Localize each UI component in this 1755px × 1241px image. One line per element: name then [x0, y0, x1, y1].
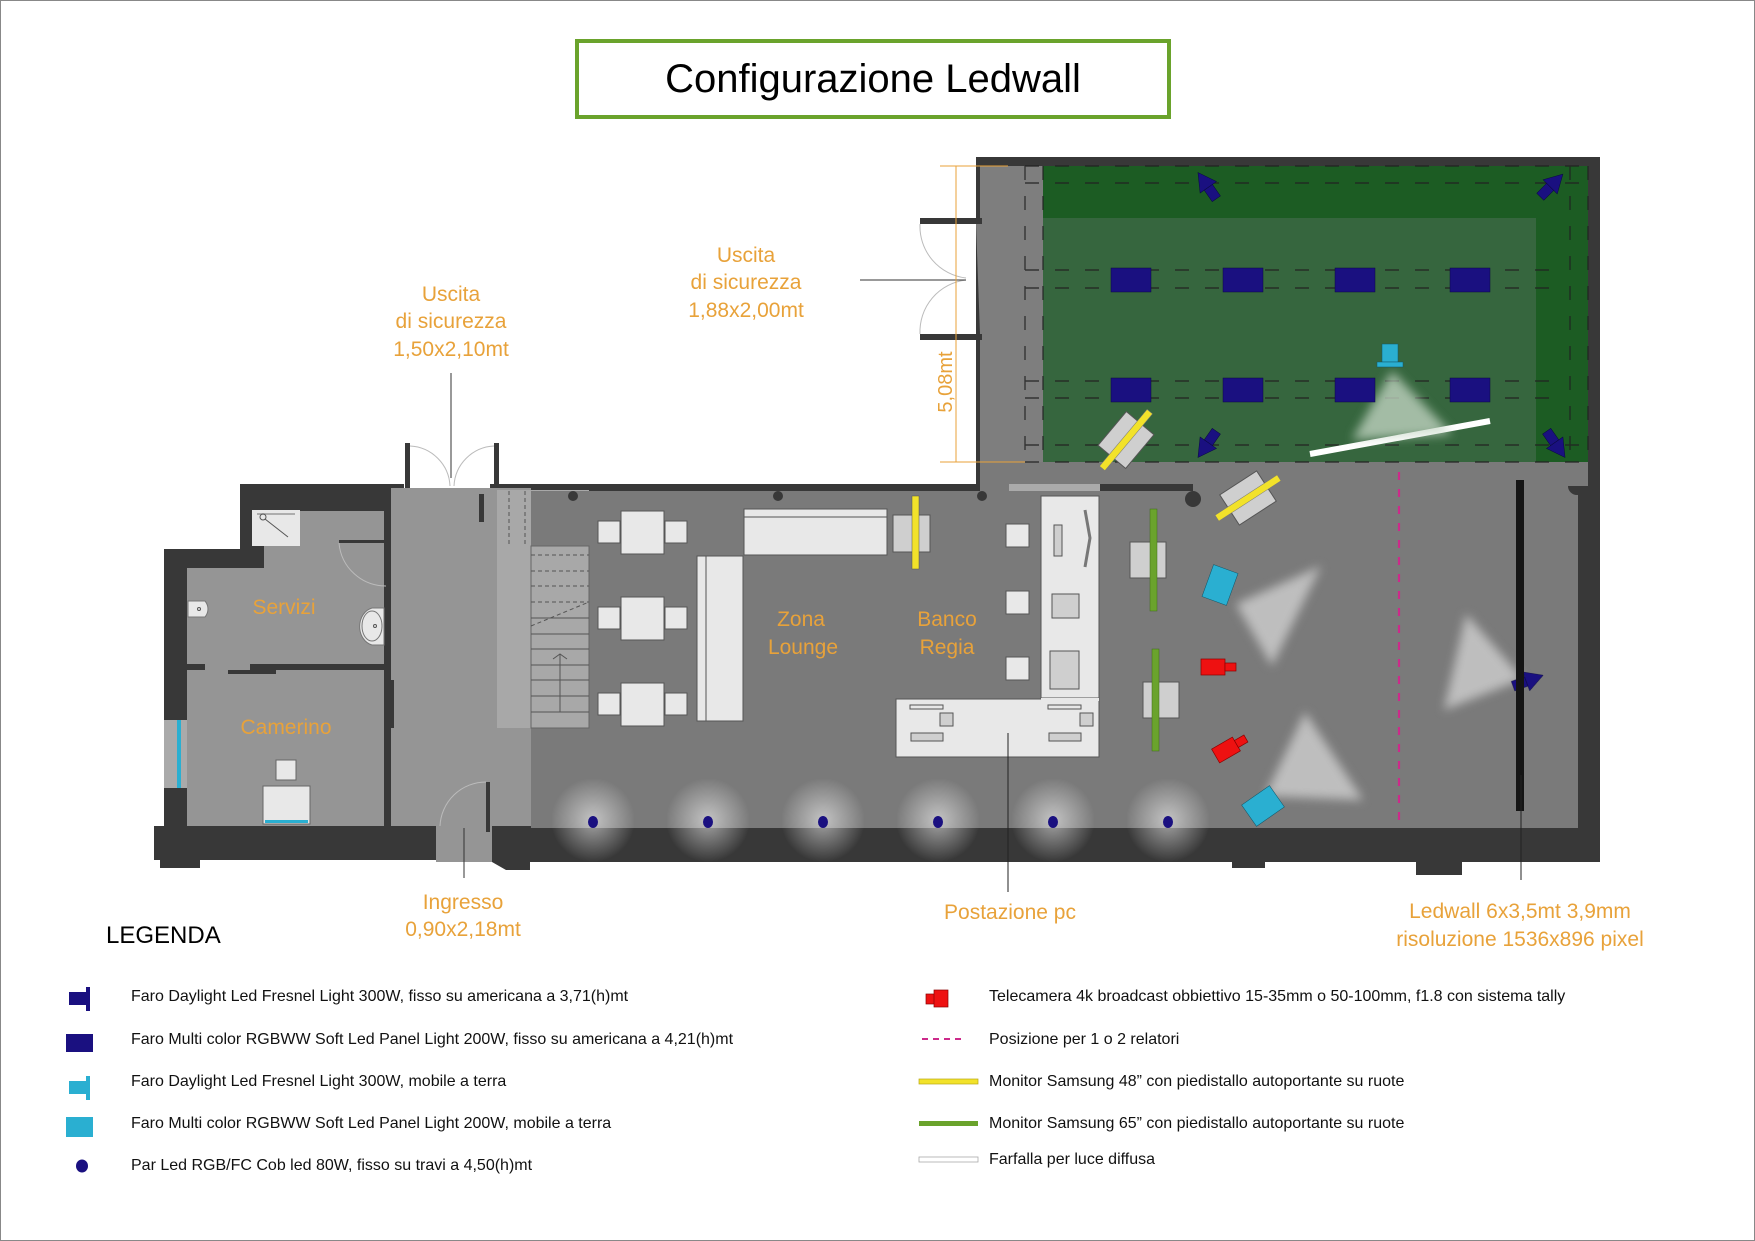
uscita-2-line-1: Uscita [717, 244, 776, 267]
par-led-light [588, 816, 598, 828]
cameras [1200, 658, 1249, 764]
legend-item: Monitor Samsung 65” con piedistallo auto… [989, 1109, 1404, 1139]
label-servizi: Servizi [252, 596, 315, 619]
label-banco-regia-1: Banco [917, 608, 977, 631]
interior-walls [187, 494, 484, 826]
legend-label: Faro Daylight Led Fresnel Light 300W, mo… [131, 1073, 507, 1090]
par-led-light [1048, 816, 1058, 828]
par-led-light [933, 816, 943, 828]
label-ingresso-2: 0,90x2,18mt [405, 918, 521, 941]
servizi-door-swing [338, 542, 387, 587]
label-ledwall-2: risoluzione 1536x896 pixel [1396, 928, 1644, 951]
window [164, 720, 187, 788]
camera-icon [925, 989, 949, 1008]
toilet [359, 607, 385, 646]
label-ingresso-1: Ingresso [423, 891, 504, 914]
regia-chairs [1005, 523, 1030, 681]
exit-door-2[interactable] [860, 218, 988, 340]
stage-area [1024, 165, 1589, 463]
legend-item: Monitor Samsung 48” con piedistallo auto… [989, 1067, 1404, 1097]
par-led-light [1163, 816, 1173, 828]
par-led-light [818, 816, 828, 828]
legend-label: Faro Multi color RGBWW Soft Led Panel Li… [131, 1031, 734, 1048]
legend-label: Faro Multi color RGBWW Soft Led Panel Li… [131, 1115, 612, 1132]
par-led-light [703, 816, 713, 828]
opening [1009, 484, 1100, 491]
bidet [187, 600, 209, 618]
panel-mobile-icon [66, 1117, 93, 1137]
uscita-1-line-1: Uscita [422, 283, 481, 306]
stairs [508, 491, 590, 729]
legend-label: Faro Daylight Led Fresnel Light 300W, fi… [131, 988, 629, 1005]
uscita-1-line-3: 1,50x2,10mt [393, 338, 509, 361]
monitor-48-lounge [911, 495, 920, 570]
legend-label: Farfalla per luce diffusa [989, 1151, 1156, 1168]
sofas [696, 508, 931, 722]
farfalla [1309, 418, 1491, 457]
light-beams [1236, 371, 1523, 800]
legend-label: Monitor Samsung 65” con piedistallo auto… [989, 1115, 1405, 1132]
shower [252, 510, 300, 546]
fresnel-mobile-light [1376, 343, 1404, 368]
label-postazione-pc: Postazione pc [944, 901, 1076, 924]
legend-item: Faro Daylight Led Fresnel Light 300W, mo… [131, 1067, 506, 1097]
fresnel-fixed-lights [1197, 172, 1566, 692]
uscita-2-line-2: di sicurezza [691, 271, 802, 294]
exit-door-1[interactable] [405, 373, 499, 488]
par-led-icon [76, 1159, 88, 1173]
entrance-door[interactable] [436, 781, 492, 878]
uscita-2-line-3: 1,88x2,00mt [688, 299, 804, 322]
camerino-furniture [262, 759, 311, 825]
legend-label: Posizione per 1 o 2 relatori [989, 1031, 1180, 1048]
legend-label: Monitor Samsung 48” con piedistallo auto… [989, 1073, 1405, 1090]
regia-desk [895, 495, 1100, 758]
label-zona-lounge-1: Zona [777, 608, 825, 631]
label-camerino: Camerino [240, 716, 331, 739]
legend-item: Faro Multi color RGBWW Soft Led Panel Li… [131, 1025, 733, 1055]
legend-title: LEGENDA [106, 922, 221, 949]
legend-item: Faro Daylight Led Fresnel Light 300W, fi… [131, 982, 628, 1012]
monitor-48-icon [918, 1078, 979, 1085]
panel-fixed-lights [1110, 267, 1491, 403]
ledwall [1516, 480, 1524, 811]
panel-fixed-icon [66, 1034, 93, 1052]
lounge-tables [597, 510, 688, 727]
legend-item: Telecamera 4k broadcast obbiettivo 15-35… [989, 982, 1565, 1012]
uscita-1-line-2: di sicurezza [396, 310, 507, 333]
monitor-48-stage-left [1097, 409, 1155, 471]
legend-label: Telecamera 4k broadcast obbiettivo 15-35… [989, 988, 1566, 1005]
label-banco-regia-2: Regia [920, 636, 975, 659]
legend-item: Posizione per 1 o 2 relatori [989, 1025, 1179, 1055]
legend-item: Faro Multi color RGBWW Soft Led Panel Li… [131, 1109, 611, 1139]
farfalla-icon [918, 1156, 979, 1163]
page-title: Configurazione Ledwall [575, 39, 1171, 119]
par-led-glows [551, 778, 1210, 862]
relatori-line-icon [922, 1038, 966, 1040]
fresnel-mobile-icon [69, 1076, 90, 1100]
legend-label: Par Led RGB/FC Cob led 80W, fisso su tra… [131, 1157, 533, 1174]
columns [568, 486, 1586, 507]
dimension-line [940, 165, 1025, 463]
monitor-48-stage-right [1214, 470, 1282, 526]
fresnel-fixed-icon [69, 987, 90, 1011]
monitor-65-units [1129, 508, 1180, 752]
legend-item: Par Led RGB/FC Cob led 80W, fisso su tra… [131, 1151, 532, 1181]
legend-item: Farfalla per luce diffusa [989, 1145, 1155, 1175]
panel-mobile-lights [1201, 564, 1285, 827]
label-ledwall-1: Ledwall 6x3,5mt 3,9mm [1409, 900, 1631, 923]
monitor-65-icon [919, 1121, 978, 1126]
label-zona-lounge-2: Lounge [768, 636, 838, 659]
dimension-label: 5,08mt [935, 351, 957, 413]
